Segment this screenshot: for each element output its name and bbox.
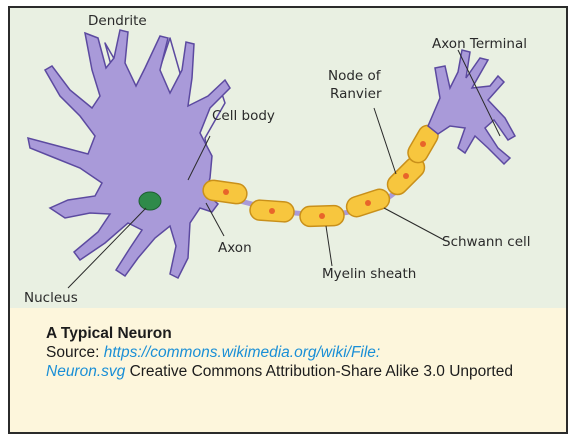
- label-axon-terminal: Axon Terminal: [432, 36, 527, 52]
- caption-source: Source: https://commons.wikimedia.org/wi…: [46, 343, 546, 381]
- caption-license: Creative Commons Attribution-Share Alike…: [125, 363, 513, 380]
- label-cell-body: Cell body: [212, 108, 275, 124]
- figure-caption: A Typical Neuron Source: https://commons…: [46, 324, 546, 381]
- label-nucleus: Nucleus: [24, 290, 78, 306]
- label-myelin-sheath: Myelin sheath: [322, 266, 416, 282]
- label-node-of-ranvier-1: Node of: [328, 68, 382, 84]
- nucleus-shape: [139, 192, 161, 210]
- label-schwann-cell: Schwann cell: [442, 234, 531, 250]
- axon-terminal-shape: [428, 50, 515, 164]
- figure-frame: Dendrite Axon Terminal Node of Ranvier C…: [8, 6, 568, 434]
- cell-body-shape: [28, 30, 230, 278]
- caption-source-prefix: Source:: [46, 344, 104, 361]
- label-node-of-ranvier-2: Ranvier: [330, 86, 382, 102]
- caption-title: A Typical Neuron: [46, 324, 546, 343]
- caption-source-link-1[interactable]: https://commons.wikimedia.org/wiki/File:: [104, 344, 381, 361]
- caption-source-link-2[interactable]: Neuron.svg: [46, 363, 125, 380]
- neuron-diagram: Dendrite Axon Terminal Node of Ranvier C…: [10, 8, 566, 308]
- neuron-illustration: Dendrite Axon Terminal Node of Ranvier C…: [10, 8, 566, 308]
- label-axon: Axon: [218, 240, 252, 256]
- label-dendrite: Dendrite: [88, 13, 147, 29]
